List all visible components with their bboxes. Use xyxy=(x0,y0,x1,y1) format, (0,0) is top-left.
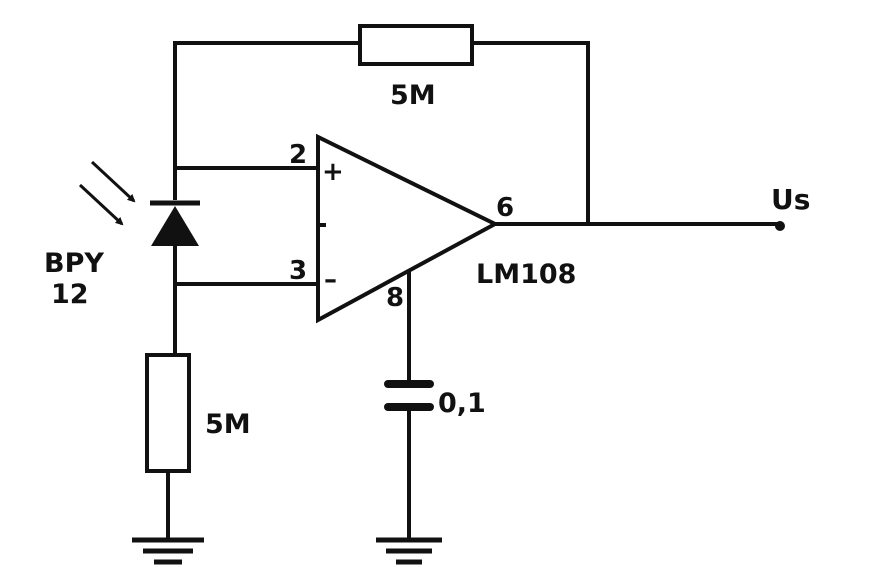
capacitor-label: 0,1 xyxy=(438,388,486,419)
feedback-resistor-icon xyxy=(358,24,474,66)
minus-sign: – xyxy=(324,265,337,295)
pin-3-label: 3 xyxy=(289,256,307,286)
feedback-resistor-label: 5M xyxy=(390,80,436,111)
opamp-triangle-icon xyxy=(316,133,500,324)
photodiode-label-line2: 12 xyxy=(51,279,89,310)
ground-icon-left xyxy=(132,537,204,565)
photodiode-label-line1: BPY xyxy=(44,248,104,279)
opamp-part-label: LM108 xyxy=(476,259,576,290)
ground-icon-right xyxy=(376,537,442,565)
output-label: Us xyxy=(771,183,810,216)
pin-8-label: 8 xyxy=(386,283,404,313)
photodiode-icon xyxy=(150,200,200,246)
feedback-wire xyxy=(173,41,590,226)
pin-2-label: 2 xyxy=(289,140,307,170)
photodiode-wires xyxy=(173,166,320,357)
pin-6-label: 6 xyxy=(496,193,514,223)
bottom-resistor-icon xyxy=(145,353,191,473)
bottom-resistor-label: 5M xyxy=(205,409,251,440)
light-arrows-icon xyxy=(78,160,136,226)
capacitor-icon xyxy=(384,380,434,411)
output-terminal-icon xyxy=(775,221,785,231)
plus-sign: + xyxy=(322,157,344,187)
